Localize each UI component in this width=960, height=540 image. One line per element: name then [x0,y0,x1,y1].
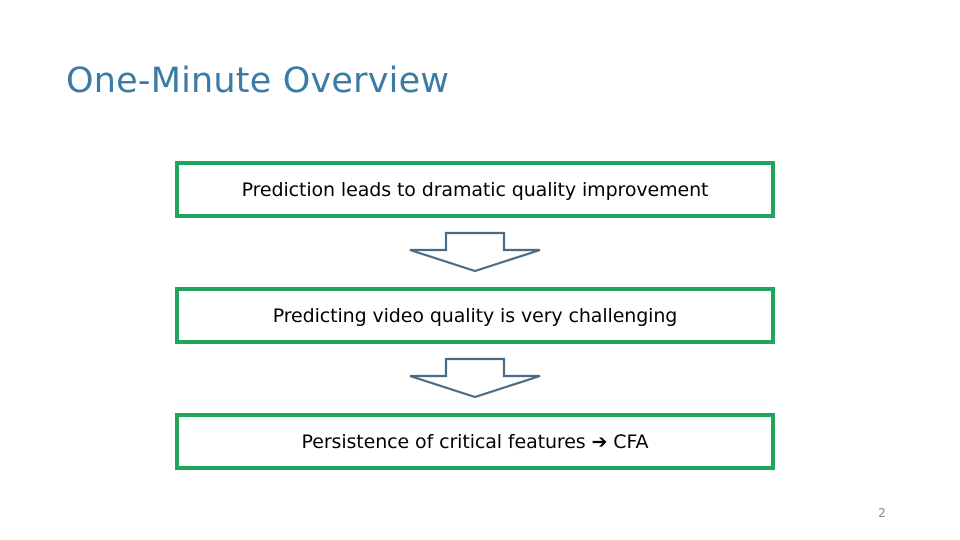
flow-box-persistence-cfa[interactable]: Persistence of critical features ➔ CFA [175,413,775,470]
flow-box-label: Prediction leads to dramatic quality imp… [241,178,709,201]
page-number: 2 [878,506,886,520]
flow-box-label: Predicting video quality is very challen… [272,304,678,327]
down-arrow-icon [408,357,542,399]
flow-box-prediction-quality[interactable]: Prediction leads to dramatic quality imp… [175,161,775,218]
flow-box-predicting-challenging[interactable]: Predicting video quality is very challen… [175,287,775,344]
page-title: One-Minute Overview [66,61,450,101]
flow-box-label: Persistence of critical features ➔ CFA [301,430,649,453]
down-arrow-icon [408,231,542,273]
